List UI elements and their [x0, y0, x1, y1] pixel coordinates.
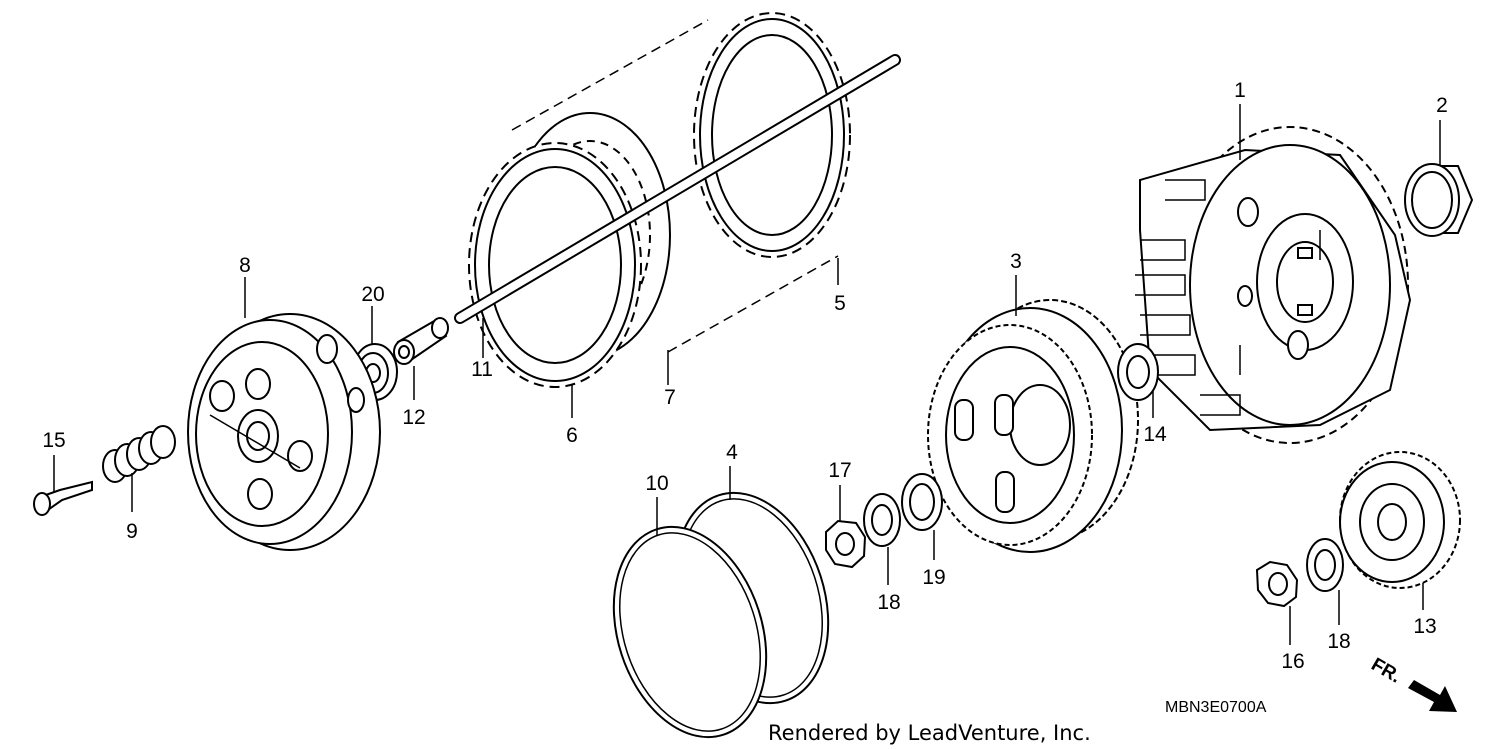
pressure-plate[interactable] [187, 313, 381, 551]
clutch-center[interactable] [927, 299, 1139, 553]
callout-5: 5 [834, 292, 846, 315]
callout-11: 11 [471, 358, 493, 381]
callout-3: 3 [1010, 250, 1022, 273]
callout-15: 15 [42, 429, 65, 452]
callout-14: 14 [1143, 423, 1167, 446]
diagram-code: MBN3E0700A [1165, 699, 1267, 716]
washer-18-left[interactable] [863, 493, 901, 547]
callout-6: 6 [566, 424, 578, 447]
front-direction-label: FR. [1368, 654, 1405, 687]
callout-18-left: 18 [877, 591, 900, 614]
washer-19[interactable] [901, 473, 943, 531]
callout-1: 1 [1234, 79, 1246, 102]
callout-20: 20 [361, 283, 384, 306]
callout-16: 16 [1281, 650, 1304, 673]
thrust-washer-14[interactable] [1117, 343, 1159, 401]
callout-13: 13 [1413, 615, 1436, 638]
callout-4: 4 [726, 441, 738, 464]
callout-2: 2 [1436, 94, 1448, 117]
primary-drive-gear[interactable] [1339, 451, 1461, 589]
washer-18-right[interactable] [1306, 538, 1344, 592]
leader-lines [53, 104, 1441, 645]
callout-12: 12 [402, 406, 425, 429]
lifter-piece[interactable] [393, 317, 449, 365]
callout-18-right: 18 [1327, 630, 1350, 653]
callout-19: 19 [922, 566, 945, 589]
lock-nut-16[interactable] [1255, 560, 1299, 608]
front-direction-arrow-icon: FR. [1368, 654, 1457, 712]
clutch-outer-housing[interactable] [1135, 126, 1412, 444]
callout-9: 9 [126, 520, 138, 543]
clutch-spring[interactable] [102, 425, 176, 483]
rendered-by-credit: Rendered by LeadVenture, Inc. [768, 721, 1091, 745]
lock-nut-17[interactable] [825, 519, 867, 569]
flange-bolt[interactable] [33, 480, 93, 516]
callout-7: 7 [664, 386, 676, 409]
callout-17: 17 [828, 459, 851, 482]
callout-10: 10 [645, 472, 668, 495]
plate-stack-guide [511, 19, 839, 353]
bushing[interactable] [1404, 163, 1474, 237]
lifter-rod[interactable] [454, 54, 901, 324]
callout-8: 8 [239, 254, 251, 277]
